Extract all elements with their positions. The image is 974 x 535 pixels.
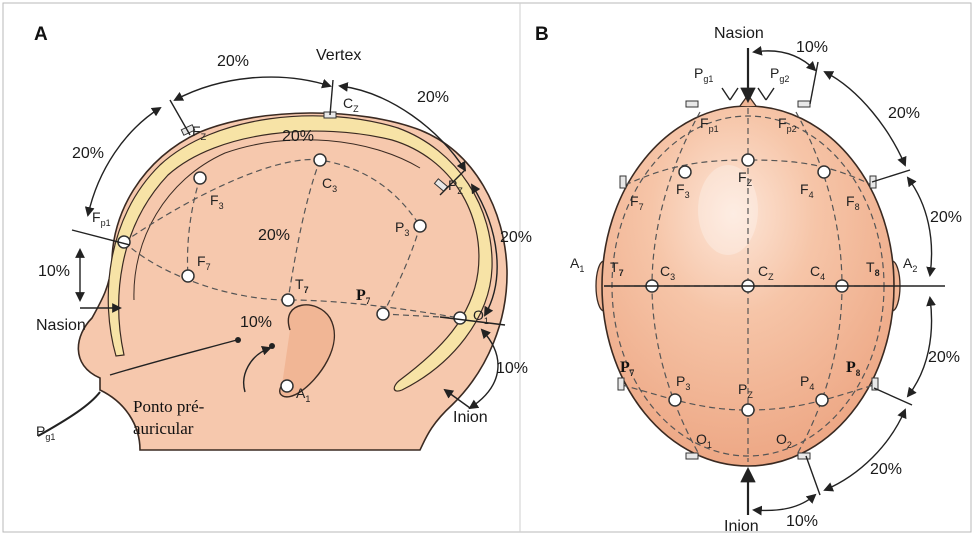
- electrode-f3: [679, 166, 691, 178]
- electrode-f3: [194, 172, 206, 184]
- nasion-point: [235, 337, 241, 343]
- electrode-p7: [377, 308, 389, 320]
- pct-fp1-fz: 20%: [72, 145, 104, 162]
- pad-f7: [620, 176, 626, 188]
- top-nasion-label: Nasion: [714, 25, 764, 42]
- top-inion-label: Inion: [724, 518, 759, 535]
- pct-ear: 10%: [240, 314, 272, 331]
- electrode-t7: [282, 294, 294, 306]
- pad-fp2: [798, 101, 810, 107]
- label-fp1: Fp1: [92, 209, 111, 228]
- pct-inner-top: 20%: [282, 128, 314, 145]
- pct-mid: 20%: [258, 227, 290, 244]
- preauricular-point: [269, 343, 275, 349]
- label-pg2: Pg2: [770, 65, 789, 84]
- top-pct-bottom: 10%: [786, 513, 818, 530]
- electrode-p3: [414, 220, 426, 232]
- electrode-f7: [182, 270, 194, 282]
- panel-b-label: B: [535, 24, 549, 45]
- panel-a-label: A: [34, 24, 48, 45]
- electrode-p3: [669, 394, 681, 406]
- electrode-c3: [314, 154, 326, 166]
- pct-pz-o1: 20%: [500, 229, 532, 246]
- top-pct-r4: 20%: [870, 461, 902, 478]
- label-cz: CZ: [343, 95, 359, 114]
- top-pct-r1: 20%: [888, 105, 920, 122]
- electrode-pz: [742, 404, 754, 416]
- pct-nasion-fp1: 10%: [38, 263, 70, 280]
- inion-label: Inion: [453, 409, 488, 426]
- preauricular-label-1: Ponto pré-: [133, 397, 205, 416]
- top-pct-r3: 20%: [928, 349, 960, 366]
- label-a1: A1: [570, 255, 584, 274]
- pad-p7: [618, 378, 624, 390]
- neck-line: [38, 392, 100, 436]
- nasion-label: Nasion: [36, 317, 86, 334]
- pad-o1: [686, 453, 698, 459]
- label-pg1: Pg1: [36, 423, 55, 442]
- electrode-fz: [742, 154, 754, 166]
- side-view: Vertex Nasion Inion Ponto pré- auricular…: [36, 47, 532, 450]
- preauricular-label-2: auricular: [133, 419, 194, 438]
- electrode-a1: [281, 380, 293, 392]
- pad-o2: [798, 453, 810, 459]
- pct-o1-inion: 10%: [496, 360, 528, 377]
- top-pct-r2: 20%: [930, 209, 962, 226]
- top-pct-top: 10%: [796, 39, 828, 56]
- label-pg1: Pg1: [694, 65, 713, 84]
- vertex-label: Vertex: [316, 47, 361, 64]
- top-view: Nasion Inion 10% 20% 20% 20% 20% 10% Pg1…: [570, 25, 962, 535]
- electrode-f4: [818, 166, 830, 178]
- electrode-p4: [816, 394, 828, 406]
- label-a2: A2: [903, 255, 917, 274]
- pct-fz-cz: 20%: [217, 53, 249, 70]
- electrode-o1: [454, 312, 466, 324]
- pct-cz-pz: 20%: [417, 89, 449, 106]
- pad-fp1: [686, 101, 698, 107]
